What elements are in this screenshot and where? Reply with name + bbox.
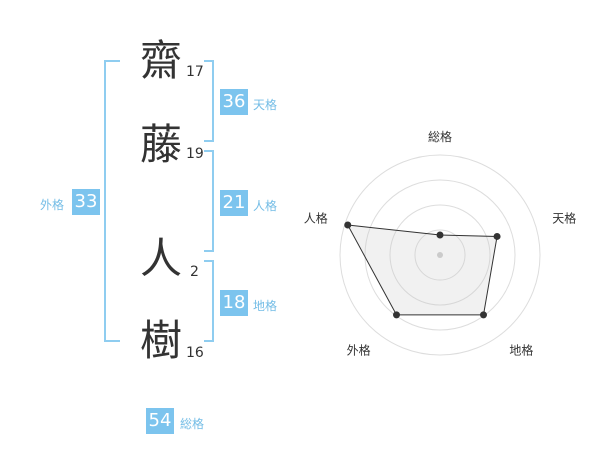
radar-grid-ring — [414, 229, 466, 281]
chikaku-label: 地格 — [253, 299, 278, 313]
radar-point — [493, 232, 501, 240]
radar-axis-label: 天格 — [552, 211, 576, 226]
radar-grid-ring — [389, 204, 491, 306]
sokaku-label: 総格 — [180, 417, 205, 431]
radar-axis-label: 総格 — [428, 129, 452, 144]
name-char-1: 齋 — [140, 36, 183, 85]
jinkaku-label: 人格 — [253, 199, 278, 213]
tenkaku-bracket — [204, 60, 214, 142]
radar-grid-ring — [364, 179, 516, 331]
radar-point — [344, 221, 352, 229]
jinkaku-value: 21 — [220, 190, 248, 216]
jinkaku-bracket — [204, 150, 214, 252]
radar-point — [436, 231, 444, 239]
radar-axis-label: 人格 — [304, 211, 328, 226]
radar-series-area — [346, 224, 498, 316]
gaikaku-label: 外格 — [40, 198, 65, 212]
stroke-count-1: 17 — [186, 64, 204, 80]
radar-points — [344, 221, 501, 319]
stroke-count-3: 2 — [190, 264, 199, 280]
chikaku-bracket — [204, 260, 214, 342]
tenkaku-value: 36 — [220, 89, 248, 115]
radar-axis-label: 地格 — [509, 342, 533, 357]
chikaku-value: 18 — [220, 290, 248, 316]
radar-axis-label: 外格 — [347, 342, 371, 357]
gaikaku-value: 33 — [72, 189, 100, 215]
name-char-4: 樹 — [140, 316, 183, 365]
radar-center — [437, 252, 443, 258]
stroke-count-2: 19 — [186, 146, 204, 162]
gaikaku-bracket — [104, 60, 120, 342]
name-char-3: 人 — [140, 234, 183, 283]
sokaku-value: 54 — [146, 408, 174, 434]
stroke-count-4: 16 — [186, 345, 204, 361]
radar-point — [479, 311, 487, 319]
radar-grid — [339, 154, 541, 356]
tenkaku-label: 天格 — [253, 98, 278, 112]
radar-point — [393, 311, 401, 319]
name-char-2: 藤 — [140, 120, 183, 169]
